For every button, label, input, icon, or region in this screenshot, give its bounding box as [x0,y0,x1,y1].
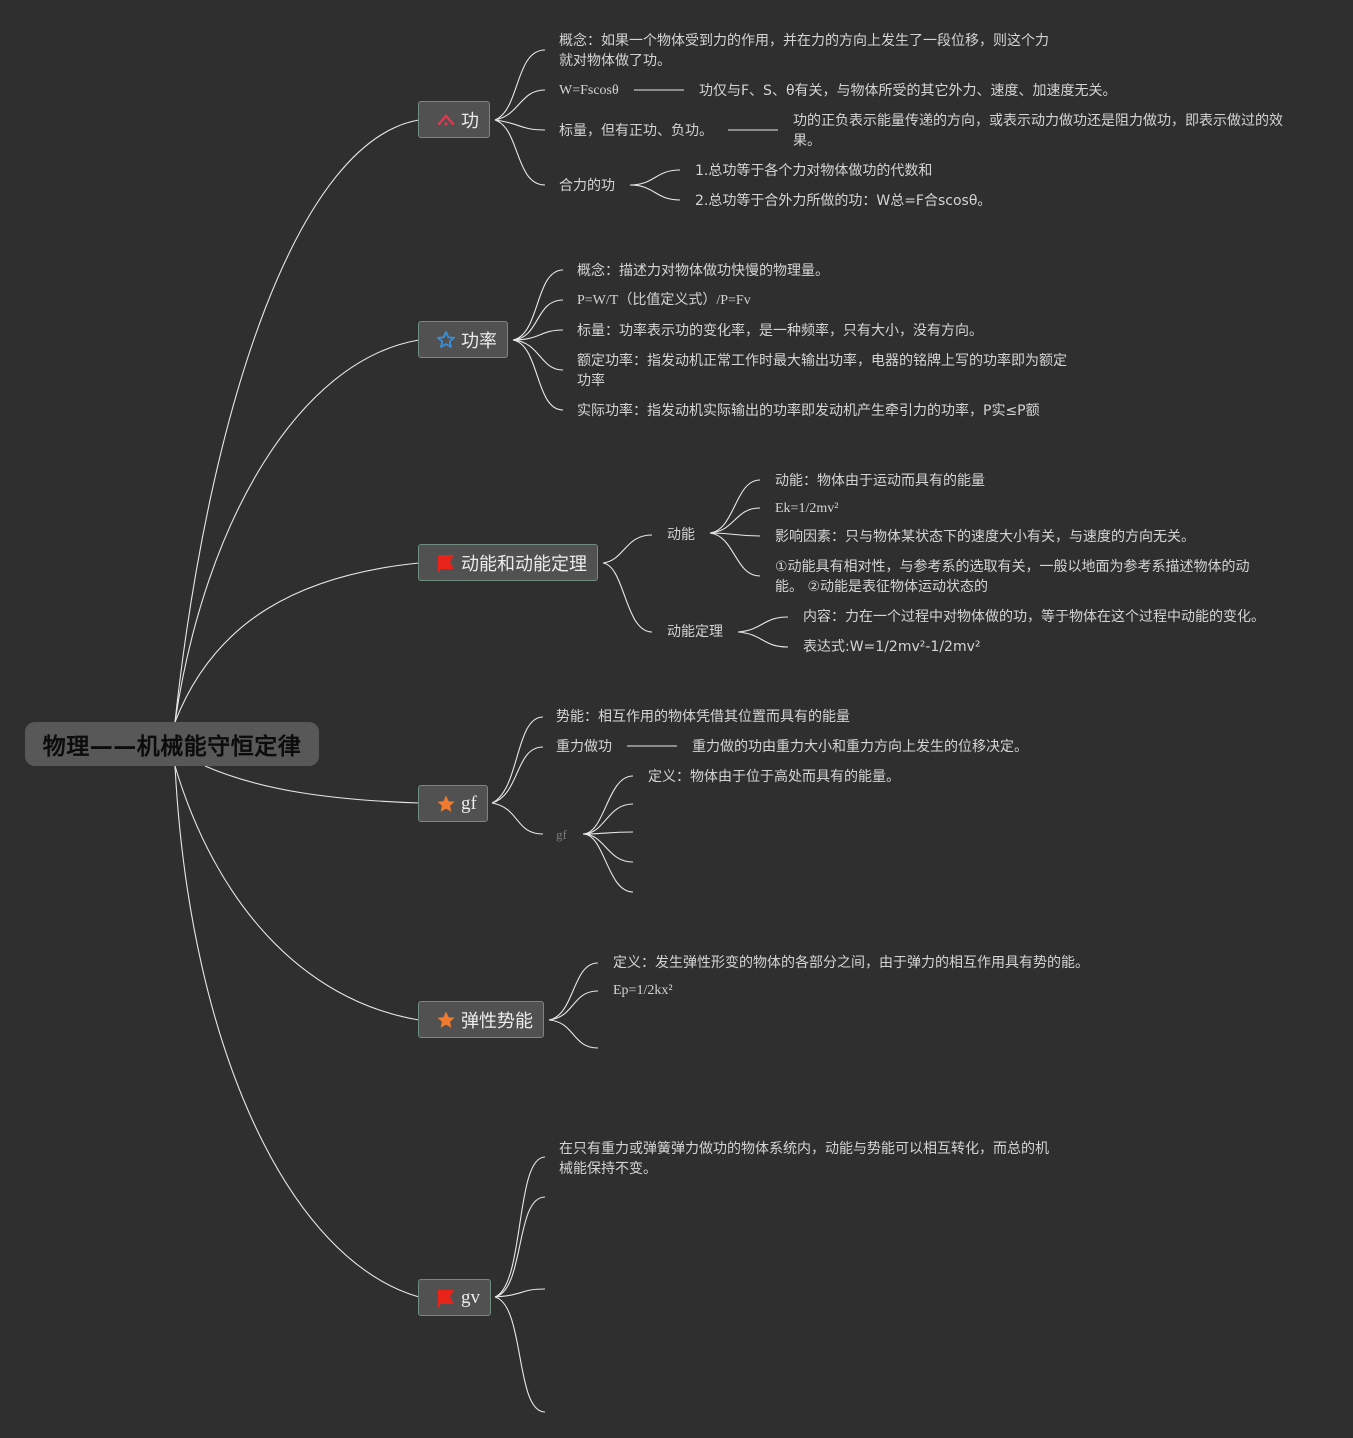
work-formula-note[interactable]: 功仅与F、S、θ有关，与物体所受的其它外力、速度、加速度无关。 [699,83,1117,99]
connector [629,184,681,201]
connector [512,269,564,341]
elastic-formula[interactable]: Ep=1/2kx² [613,983,673,998]
connector [548,1019,599,1049]
branch-gv[interactable]: gv [418,1279,491,1316]
connector [512,339,564,411]
branch-label: 弹性势能 [461,1010,533,1032]
kinetic-note[interactable]: ①动能具有相对性，与参考系的选取有关，一般以地面为参考系描述物体的动能。 ②动能… [775,559,1250,595]
connector [494,119,546,131]
connector [494,1296,546,1413]
branch-label: gf [461,792,477,814]
connector [737,616,789,633]
connector [548,962,599,1021]
red-flag-icon [436,553,456,573]
branch-elastic[interactable]: 弹性势能 [418,1001,544,1038]
connector [512,339,564,371]
connector [709,532,761,577]
orange-star-icon [436,1010,456,1030]
connector [512,329,564,341]
elastic-def[interactable]: 定义：发生弹性形变的物体的各部分之间，由于弹力的相互作用具有势的能。 [613,955,1089,971]
branch-label: gv [461,1286,480,1308]
work-net-1[interactable]: 1.总功等于各个力对物体做功的代数和 [695,163,933,179]
branch-kinetic[interactable]: 动能和动能定理 [418,544,598,581]
connector [494,1156,546,1298]
connector [491,802,544,835]
power-actual[interactable]: 实际功率：指发动机实际输出的功率即发动机产生牵引力的功率，P实≤P额 [577,403,1040,419]
star-outline-icon [436,330,456,350]
branch-power[interactable]: 功率 [418,321,508,358]
connector [709,479,761,534]
orange-star-icon [436,794,456,814]
gf-gravity-work-note[interactable]: 重力做的功由重力大小和重力方向上发生的位移决定。 [692,739,1028,755]
kinetic-factor[interactable]: 影响因素：只与物体某状态下的速度大小有关，与速度的方向无关。 [775,529,1195,545]
work-net-2[interactable]: 2.总功等于合外力所做的功：W总=F合scosθ。 [695,193,992,209]
connector [174,339,420,723]
power-concept[interactable]: 概念：描述力对物体做功快慢的物理量。 [577,263,829,279]
connector [491,746,544,804]
connector [494,89,546,121]
kinetic-energy[interactable]: 动能 [667,527,695,543]
connector [494,1288,546,1298]
branch-label: 功 [461,110,479,132]
theorem-formula[interactable]: 表达式:W=1/2mv²-1/2mv² [803,639,981,655]
branch-label: 动能和动能定理 [461,553,587,575]
work-concept[interactable]: 概念：如果一个物体受到力的作用，并在力的方向上发生了一段位移，则这个力就对物体做… [559,33,1049,69]
connector [582,831,634,835]
red-flag-icon [436,1288,456,1308]
connector [174,765,420,1298]
branch-work[interactable]: 功 [418,101,490,138]
kinetic-formula[interactable]: Ek=1/2mv² [775,501,839,516]
kinetic-def[interactable]: 动能：物体由于运动而具有的能量 [775,473,985,489]
power-rated[interactable]: 额定功率：指发动机正常工作时最大输出功率，电器的铭牌上写的功率即为额定功率 [577,353,1067,389]
connector [512,299,564,341]
connector [174,119,420,723]
connector [494,119,546,186]
work-net[interactable]: 合力的功 [559,178,615,194]
connector [602,562,653,633]
work-formula[interactable]: W=Fscosθ [559,83,619,98]
branch-gf[interactable]: gf [418,785,488,822]
gf-gravity-work[interactable]: 重力做功 [556,739,612,755]
connector [602,534,653,564]
work-scalar[interactable]: 标量，但有正功、负功。 [559,123,713,139]
theorem-content[interactable]: 内容：力在一个过程中对物体做的功，等于物体在这个过程中动能的变化。 [803,609,1265,625]
connector [548,990,599,1021]
root-node[interactable]: 物理——机械能守恒定律 [25,722,319,766]
connector [582,803,634,835]
connector [204,765,420,804]
gv-law[interactable]: 在只有重力或弹簧弹力做功的物体系统内，动能与势能可以相互转化，而总的机械能保持不… [559,1141,1049,1177]
gf-sub[interactable]: gf [556,827,567,842]
connector [582,833,634,863]
warning-icon [436,110,456,130]
connector [582,833,634,893]
power-formula[interactable]: P=W/T（比值定义式）/P=Fv [577,293,751,308]
connector [582,775,634,835]
connector [491,716,544,804]
connector [174,562,420,723]
branch-label: 功率 [461,330,497,352]
connector [494,1196,546,1298]
connector [494,49,546,121]
connector [737,631,789,648]
gf-potential[interactable]: 势能：相互作用的物体凭借其位置而具有的能量 [556,709,850,725]
gf-sub-def[interactable]: 定义：物体由于位于高处而具有的能量。 [648,769,900,785]
connector [629,169,681,186]
power-scalar[interactable]: 标量：功率表示功的变化率，是一种频率，只有大小，没有方向。 [577,323,983,339]
work-scalar-note[interactable]: 功的正负表示能量传递的方向，或表示动力做功还是阻力做功，即表示做过的效果。 [793,113,1283,149]
connector [709,532,761,537]
connector [174,765,420,1021]
kinetic-theorem[interactable]: 动能定理 [667,624,723,640]
connector [709,507,761,534]
